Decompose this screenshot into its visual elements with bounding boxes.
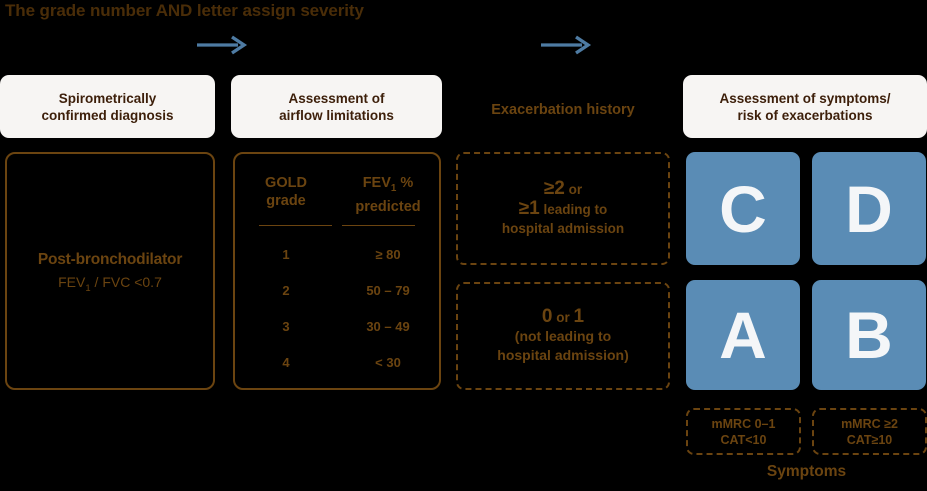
exac-hi-line3: hospital admission [501,221,625,236]
header-airflow: Assessment of airflow limitations [231,75,442,138]
header-symptoms-risk: Assessment of symptoms/ risk of exacerba… [683,75,927,138]
gold-grade-value: 1 [282,246,290,262]
tile-b[interactable]: B [812,280,926,390]
exacerbation-high-risk-box: ≥2 or ≥1 leading to hospital admission [456,152,670,265]
page-title: The grade number AND letter assign sever… [5,1,364,20]
mmrc-high-line2: CAT≥10 [846,432,893,447]
divider-left [259,224,332,226]
fev1-predicted-header-line2: predicted [355,198,421,215]
mmrc-high-line1: mMRC ≥2 [841,416,898,431]
gold-grade-header: GOLD grade [235,174,337,216]
arrow-right-2-icon [540,34,592,56]
exac-hi-line1: ≥2 or [502,179,624,199]
tile-b-letter: B [845,298,893,372]
exac-hi-leading: leading to [539,202,608,217]
fev1-fvc-ratio: FEV1 / FVC <0.7 [7,272,213,299]
exac-hi-count: ≥2 [543,178,565,199]
gold-table-header: GOLD grade FEV1 % predicted [235,174,439,216]
fev1-predicted-value: < 30 [375,354,401,370]
mmrc-high-box: mMRC ≥2 CAT≥10 [812,408,927,455]
exac-lo-one: 1 [573,306,585,327]
header-exacerbation-line1: Exacerbation [491,101,583,118]
fev1-fvc-prefix: FEV [58,274,86,290]
exac-hi-line2: ≥1 leading to [502,199,624,219]
exac-lo-zero: 0 [541,306,553,327]
gold-grade-value: 3 [282,318,290,334]
fev1-predicted-value: 30 – 49 [366,318,410,334]
header-spirometry-line2: confirmed diagnosis [41,107,174,123]
arrow-right-1-icon [196,34,248,56]
gold-table-divider [235,224,439,226]
header-airflow-line2: airflow limitations [279,107,394,123]
fev1-hdr-subscript: 1 [390,182,397,194]
header-symptoms-risk-line2: risk of exacerbations [737,107,873,123]
exac-lo-line3: hospital admission) [497,347,629,363]
fev1-hdr-prefix: FEV [362,175,391,191]
mmrc-low-line2: CAT<10 [720,432,767,447]
header-exacerbation: Exacerbation history [456,85,670,135]
exacerbation-low-risk-text: 0 or 1 (not leading to hospital admissio… [491,307,634,365]
tile-a-letter: A [719,298,767,372]
tile-c-letter: C [719,171,767,246]
fev1-fvc-subscript: 1 [85,282,91,294]
fev1-predicted-header: FEV1 % predicted [337,174,439,216]
header-exacerbation-line2: history [586,101,635,118]
gold-grade-value: 2 [282,282,290,298]
tile-d-letter: D [845,171,893,246]
fev1-predicted-value: ≥ 80 [375,246,401,262]
fev1-predicted-value: 50 – 79 [366,282,410,298]
exac-hi-or: or [564,182,583,197]
mmrc-low-box: mMRC 0–1 CAT<10 [686,408,801,455]
fev1-predicted-header-line1: FEV1 % [337,174,439,198]
fev1-hdr-suffix: % [396,175,414,191]
header-symptoms-risk-line1: Assessment of symptoms/ [719,90,891,106]
gold-table-row: 3 30 – 49 [235,319,439,334]
mmrc-low-text: mMRC 0–1 CAT<10 [712,416,776,448]
tile-a[interactable]: A [686,280,800,390]
exac-hi-count2: ≥1 [518,198,540,219]
gold-table-row: 4 < 30 [235,355,439,370]
symptoms-label: Symptoms [766,463,847,480]
gold-grade-header-line2: grade [266,193,306,209]
gold-table-body: 1 ≥ 80 2 50 – 79 3 30 – 49 4 < 30 [235,247,439,370]
exac-lo-line1: 0 or 1 [497,307,628,327]
header-spirometry: Spirometrically confirmed diagnosis [0,75,215,138]
gold-grade-value: 4 [282,354,290,370]
mmrc-low-line1: mMRC 0–1 [711,416,776,431]
mmrc-high-text: mMRC ≥2 CAT≥10 [841,416,898,448]
exac-lo-or: or [552,310,574,325]
panel-spirometry: Post-bronchodilator FEV1 / FVC <0.7 [5,152,215,390]
tile-c[interactable]: C [686,152,800,265]
post-bronchodilator-label: Post-bronchodilator [37,251,183,268]
gold-table-row: 1 ≥ 80 [235,247,439,262]
tile-d[interactable]: D [812,152,926,265]
exac-lo-line2: (not leading to [514,328,612,344]
fev1-fvc-suffix: / FVC <0.7 [90,274,162,290]
divider-gap [332,225,342,226]
exacerbation-low-risk-box: 0 or 1 (not leading to hospital admissio… [456,282,670,390]
header-airflow-line1: Assessment of [288,90,385,106]
exacerbation-high-risk-text: ≥2 or ≥1 leading to hospital admission [496,179,630,238]
gold-grade-header-line1: GOLD [265,175,307,191]
divider-right [342,224,415,226]
gold-table-row: 2 50 – 79 [235,283,439,298]
header-spirometry-line1: Spirometrically [58,90,157,106]
